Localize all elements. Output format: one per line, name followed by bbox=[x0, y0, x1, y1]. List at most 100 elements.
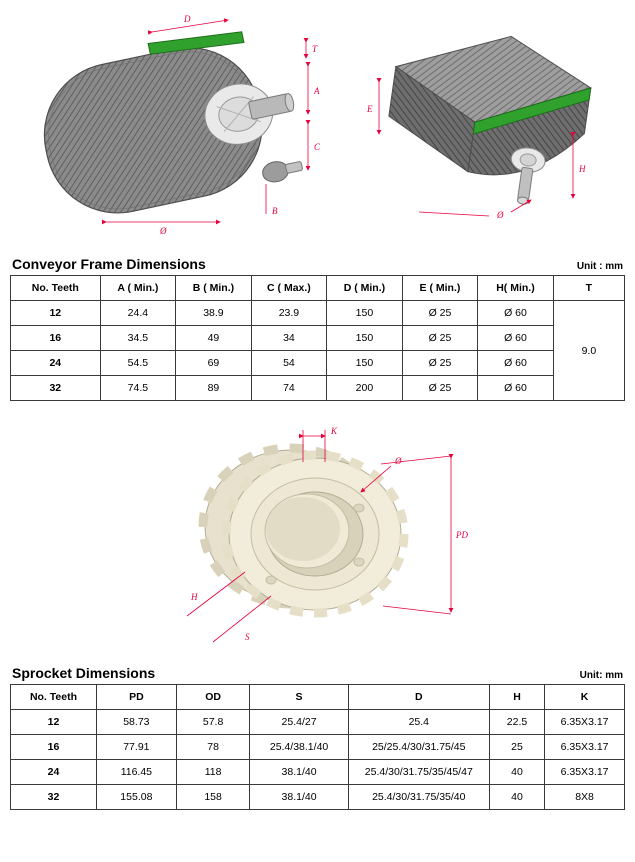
dim-label-t: T bbox=[312, 44, 318, 54]
cell: Ø 60 bbox=[477, 375, 554, 401]
cell: 25.4/27 bbox=[249, 709, 349, 735]
header-cell: No. Teeth bbox=[10, 275, 101, 301]
cell: 77.91 bbox=[95, 734, 177, 760]
dim-label-pd: PD bbox=[455, 530, 468, 540]
dim-label-dia: Ø bbox=[496, 210, 504, 220]
header-cell: D ( Min.) bbox=[326, 275, 403, 301]
cell: Ø 25 bbox=[401, 325, 479, 351]
drive-shaft bbox=[517, 166, 534, 201]
table-row: 24 116.45 118 38.1/40 25.4/30/31.75/35/4… bbox=[10, 759, 625, 785]
dim-label-dia: Ø bbox=[394, 456, 402, 466]
conveyor-belt-body bbox=[43, 31, 303, 214]
header-cell: D bbox=[347, 684, 490, 710]
conveyor-illustrations-row: D T A C B Ø bbox=[10, 6, 625, 250]
cell: 150 bbox=[326, 350, 403, 376]
cell: 40 bbox=[488, 784, 546, 810]
sprocket-body bbox=[198, 443, 408, 618]
sprocket-illustration: K Ø PD H S bbox=[186, 426, 468, 643]
frame-unit-label: Unit : mm bbox=[576, 261, 623, 272]
cell: 25.4/30/31.75/35/40 bbox=[347, 784, 490, 810]
cell: 6.35X3.17 bbox=[544, 709, 625, 735]
table-row: 12 24.4 38.9 23.9 150 Ø 25 Ø 60 9.0 bbox=[10, 300, 626, 401]
cell: 16 bbox=[10, 734, 97, 760]
dimension-lines-sprocket: K Ø PD H S bbox=[186, 426, 468, 643]
dim-label-dia: Ø bbox=[159, 226, 167, 236]
green-strip bbox=[472, 87, 592, 135]
cell: 32 bbox=[10, 375, 101, 401]
cell: 12 bbox=[10, 709, 97, 735]
frame-header-row: No. Teeth A ( Min.) B ( Min.) C ( Max.) … bbox=[10, 275, 626, 301]
header-cell: H bbox=[488, 684, 546, 710]
cell: 89 bbox=[175, 375, 252, 401]
cell: 8X8 bbox=[544, 784, 625, 810]
dim-label-a: A bbox=[313, 86, 320, 96]
cell: 158 bbox=[175, 784, 251, 810]
cell: 155.08 bbox=[95, 784, 177, 810]
cell-t-merged: 9.0 bbox=[552, 300, 626, 401]
sprocket-illustration-wrap: K Ø PD H S bbox=[10, 401, 625, 659]
cell: 116.45 bbox=[95, 759, 177, 785]
table-row: 32 155.08 158 38.1/40 25.4/30/31.75/35/4… bbox=[10, 784, 625, 810]
cell: 23.9 bbox=[250, 300, 328, 326]
cell: 58.73 bbox=[95, 709, 177, 735]
cell: Ø 25 bbox=[401, 375, 479, 401]
cell: 16 bbox=[10, 325, 101, 351]
cell: 25/25.4/30/31.75/45 bbox=[347, 734, 490, 760]
cell: 38.1/40 bbox=[249, 784, 349, 810]
header-cell: OD bbox=[175, 684, 251, 710]
cell: 25.4/38.1/40 bbox=[249, 734, 349, 760]
table-row: 16 34.5 49 34 150 Ø 25 Ø 60 bbox=[10, 325, 625, 351]
dim-label-b: B bbox=[272, 206, 278, 216]
cell: 40 bbox=[488, 759, 546, 785]
dim-label-h: H bbox=[578, 164, 586, 174]
sprocket-header-row: No. Teeth PD OD S D H K bbox=[10, 684, 625, 710]
conveyor-belt-body-rear bbox=[388, 35, 592, 205]
cell: 25.4 bbox=[347, 709, 490, 735]
header-cell: E ( Min.) bbox=[401, 275, 479, 301]
header-cell: T bbox=[552, 275, 626, 301]
cell: 22.5 bbox=[488, 709, 546, 735]
header-cell: No. Teeth bbox=[10, 684, 97, 710]
sprocket-table: No. Teeth PD OD S D H K 12 58.73 57.8 25… bbox=[10, 684, 625, 810]
cell: 38.9 bbox=[175, 300, 252, 326]
table-row: 16 77.91 78 25.4/38.1/40 25/25.4/30/31.7… bbox=[10, 734, 625, 760]
dim-label-k: K bbox=[330, 426, 338, 436]
cell: 12 bbox=[10, 300, 101, 326]
cell: Ø 25 bbox=[401, 300, 479, 326]
sprocket-section-title: Sprocket Dimensions bbox=[12, 665, 156, 681]
cell: 6.35X3.17 bbox=[544, 734, 625, 760]
cell: 38.1/40 bbox=[249, 759, 349, 785]
cell: Ø 25 bbox=[401, 350, 479, 376]
sprocket-section-head: Sprocket Dimensions Unit: mm bbox=[12, 665, 623, 681]
cell: 118 bbox=[175, 759, 251, 785]
frame-section-head: Conveyor Frame Dimensions Unit : mm bbox=[12, 256, 623, 272]
cell: 25 bbox=[488, 734, 546, 760]
cell: 24 bbox=[10, 759, 97, 785]
table-row: 24 54.5 69 54 150 Ø 25 Ø 60 bbox=[10, 350, 625, 376]
cell: 74.5 bbox=[99, 375, 177, 401]
table-row: 32 74.5 89 74 200 Ø 25 Ø 60 bbox=[10, 375, 625, 401]
cell: 150 bbox=[326, 325, 403, 351]
cell: 57.8 bbox=[175, 709, 251, 735]
cell: 25.4/30/31.75/35/45/47 bbox=[347, 759, 490, 785]
cell: 150 bbox=[326, 300, 403, 326]
catalog-page: D T A C B Ø bbox=[10, 6, 626, 810]
dim-label-c: C bbox=[314, 142, 321, 152]
dimension-lines-right: E H Ø bbox=[366, 78, 586, 220]
header-cell: B ( Min.) bbox=[175, 275, 252, 301]
dim-label-s: S bbox=[245, 632, 250, 642]
cell: 49 bbox=[175, 325, 252, 351]
cell: Ø 60 bbox=[477, 300, 554, 326]
header-cell: S bbox=[249, 684, 349, 710]
header-cell: A ( Min.) bbox=[99, 275, 177, 301]
cell: 32 bbox=[10, 784, 97, 810]
conveyor-right-illustration: E H Ø bbox=[366, 35, 592, 220]
dimension-lines-left: D T A C B Ø bbox=[102, 14, 321, 236]
header-cell: PD bbox=[95, 684, 177, 710]
cell: Ø 60 bbox=[477, 350, 554, 376]
cell: 6.35X3.17 bbox=[544, 759, 625, 785]
table-row: 12 58.73 57.8 25.4/27 25.4 22.5 6.35X3.1… bbox=[10, 709, 625, 735]
header-cell: K bbox=[544, 684, 625, 710]
cell: 34.5 bbox=[99, 325, 177, 351]
dim-label-d: D bbox=[183, 14, 191, 24]
